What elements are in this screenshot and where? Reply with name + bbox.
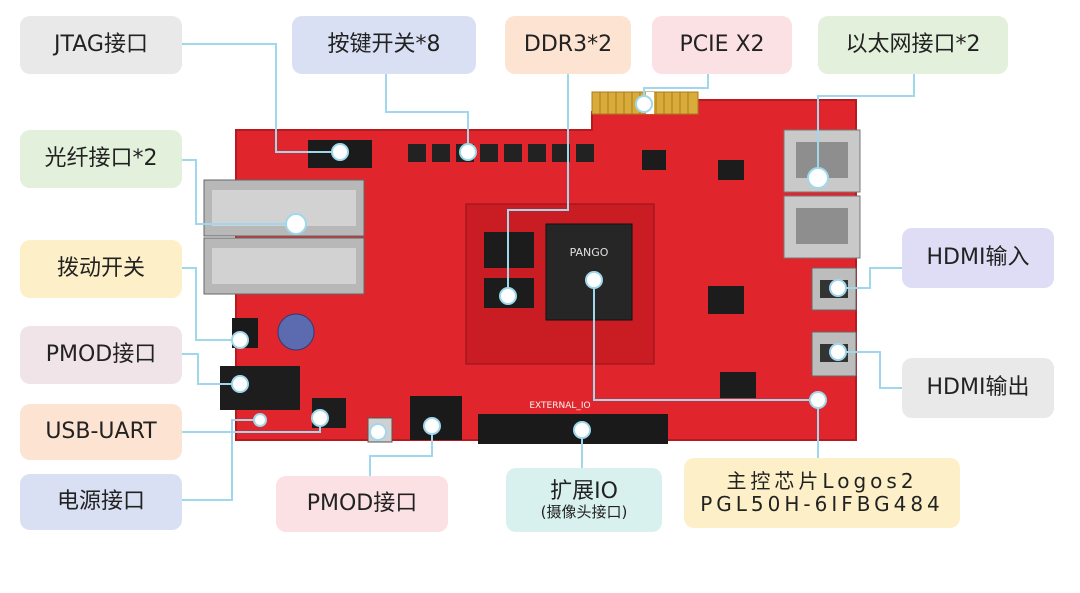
label-hdmi-in: HDMI输入 bbox=[902, 228, 1054, 288]
label-main-chip-line1: 主控芯片Logos2 bbox=[726, 469, 918, 493]
label-usb-uart-text: USB-UART bbox=[45, 419, 157, 445]
label-ethernet-text: 以太网接口*2 bbox=[845, 32, 981, 58]
label-ddr3-text: DDR3*2 bbox=[523, 32, 613, 58]
expansion-silk: EXTERNAL_IO bbox=[529, 401, 590, 411]
label-expansion-io: 扩展IO (摄像头接口) bbox=[506, 468, 662, 532]
label-fiber-text: 光纤接口*2 bbox=[44, 146, 158, 172]
label-pmod-left: PMOD接口 bbox=[20, 326, 182, 384]
leader-endpoints bbox=[231, 95, 847, 441]
label-ethernet: 以太网接口*2 bbox=[818, 16, 1008, 74]
label-power-text: 电源接口 bbox=[56, 489, 145, 515]
label-pmod-bottom-text: PMOD接口 bbox=[306, 491, 418, 517]
label-expansion-io-line1: 扩展IO bbox=[550, 478, 618, 504]
label-main-chip: 主控芯片Logos2 PGL50H-6IFBG484 bbox=[684, 458, 960, 528]
label-power: 电源接口 bbox=[20, 474, 182, 530]
label-expansion-io-line2: (摄像头接口) bbox=[540, 503, 628, 522]
leader-lines bbox=[182, 43, 915, 501]
label-pmod-left-text: PMOD接口 bbox=[45, 342, 157, 368]
main-fpga-chip bbox=[545, 223, 633, 321]
label-pcie-text: PCIE X2 bbox=[679, 32, 765, 58]
label-usb-uart: USB-UART bbox=[20, 404, 182, 460]
label-pmod-bottom: PMOD接口 bbox=[276, 476, 448, 532]
label-dip-switch: 拨动开关 bbox=[20, 240, 182, 298]
label-hdmi-in-text: HDMI输入 bbox=[926, 245, 1030, 271]
label-fiber: 光纤接口*2 bbox=[20, 130, 182, 188]
expansion-header bbox=[478, 414, 668, 444]
label-keys-text: 按键开关*8 bbox=[327, 32, 441, 58]
label-hdmi-out-text: HDMI输出 bbox=[926, 375, 1030, 401]
label-hdmi-out: HDMI输出 bbox=[902, 358, 1054, 418]
label-ddr3: DDR3*2 bbox=[505, 16, 631, 74]
label-dip-switch-text: 拨动开关 bbox=[56, 256, 145, 282]
label-jtag: JTAG接口 bbox=[20, 16, 182, 74]
label-jtag-text: JTAG接口 bbox=[54, 32, 148, 58]
label-main-chip-line2: PGL50H-6IFBG484 bbox=[700, 492, 944, 516]
label-keys: 按键开关*8 bbox=[292, 16, 476, 74]
label-pcie: PCIE X2 bbox=[652, 16, 792, 74]
chip-brand: PANGO bbox=[570, 246, 609, 259]
capacitor bbox=[277, 313, 315, 351]
